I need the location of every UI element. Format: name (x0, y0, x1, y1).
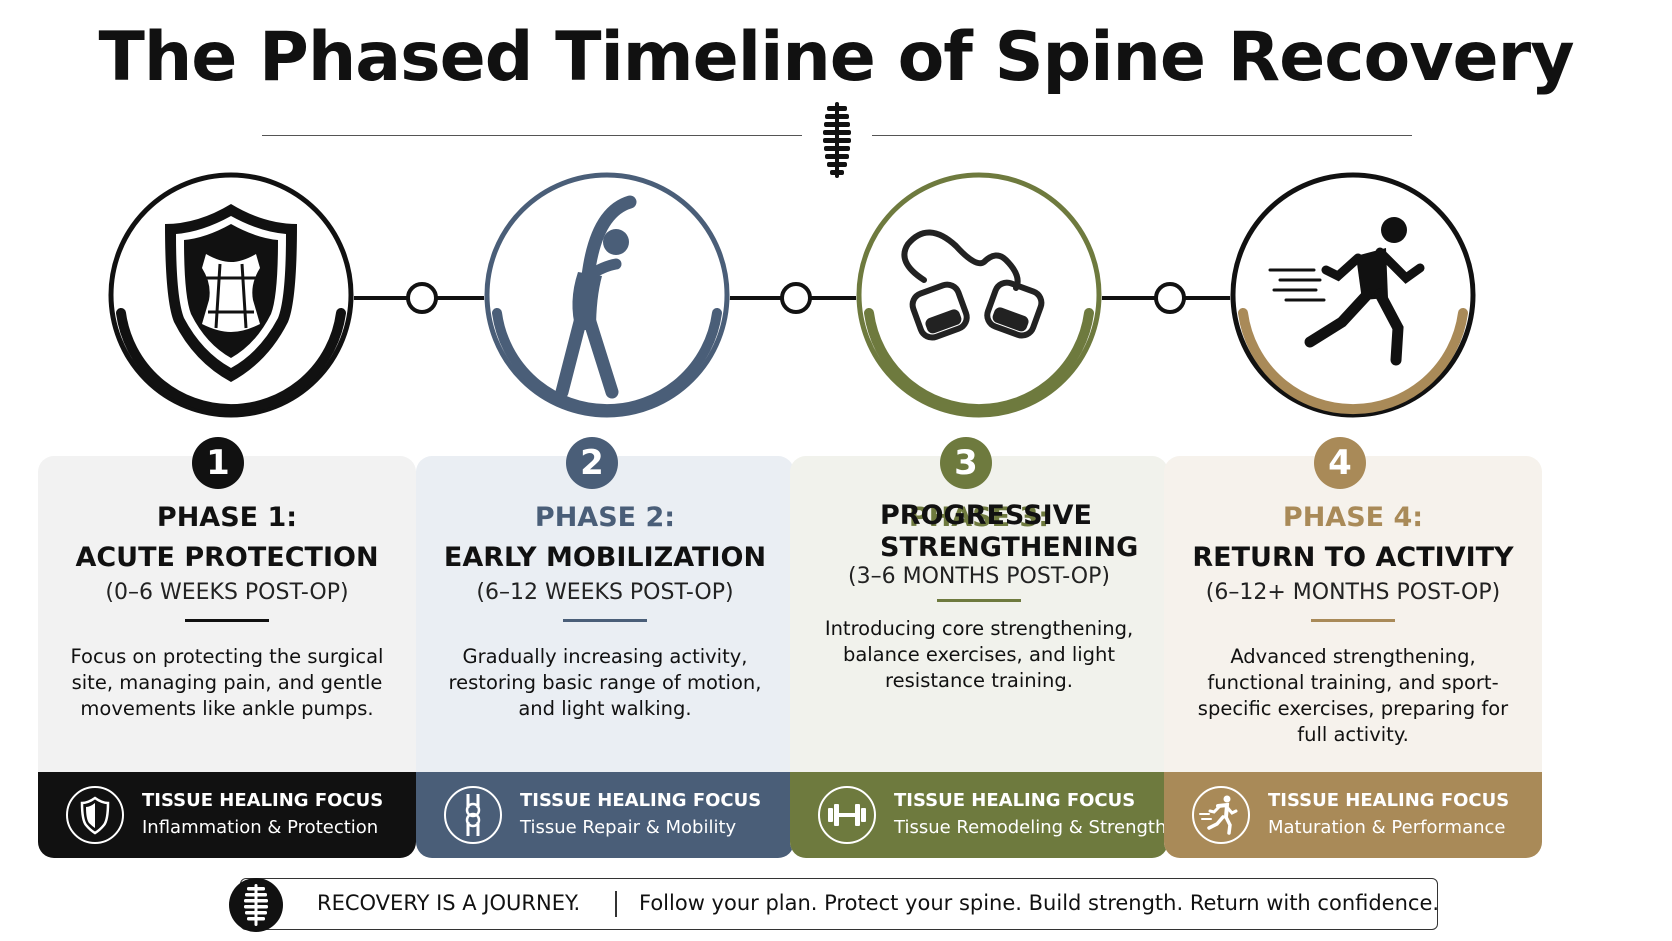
phase-3-divider (937, 599, 1021, 602)
phase-2-icon-circle (484, 172, 730, 418)
phase-1-card: PHASE 1: ACUTE PROTECTION (0–6 WEEKS POS… (38, 456, 416, 858)
banner-tagline: Follow your plan. Protect your spine. Bu… (639, 891, 1440, 915)
phase-1-number-badge: 1 (192, 437, 244, 489)
phase-3-label: PHASE 3: (908, 502, 1050, 533)
phase-3-name: PROGRESSIVE STRENGTHENING (880, 500, 1139, 563)
page-title: The Phased Timeline of Spine Recovery (98, 18, 1574, 97)
spine-icon (229, 878, 283, 932)
phase-3-duration: (3–6 MONTHS POST-OP) (848, 564, 1110, 589)
phase-1-description: Focus on protecting the surgical site, m… (70, 645, 384, 720)
timeline-node-3 (1154, 282, 1186, 314)
phase-4-number-badge: 4 (1314, 437, 1366, 489)
phase-4-icon-circle (1230, 172, 1476, 418)
phase-2-duration: (6–12 WEEKS POST-OP) (476, 580, 734, 605)
phase-4-duration: (6–12+ MONTHS POST-OP) (1205, 580, 1501, 605)
joint-icon (444, 786, 502, 844)
shield-brace-icon (165, 204, 297, 382)
phase-2-number-badge: 2 (566, 437, 618, 489)
phase-3-number-badge: 3 (940, 437, 992, 489)
spine-icon (823, 102, 851, 178)
phase-3-card: PHASE 3: PROGRESSIVE STRENGTHENING (3–6 … (790, 456, 1168, 858)
phase-1-focus-text: Inflammation & Protection (142, 817, 379, 838)
phase-1-focus-footer: TISSUE HEALING FOCUS Inflammation & Prot… (38, 772, 416, 858)
phase-1-divider (185, 619, 269, 622)
phase-2-focus-text: Tissue Repair & Mobility (520, 817, 737, 838)
phase-3-focus-footer: TISSUE HEALING FOCUS Tissue Remodeling &… (790, 772, 1168, 858)
phase-4-focus-footer: TISSUE HEALING FOCUS Maturation & Perfor… (1164, 772, 1542, 858)
phase-2-focus-heading: TISSUE HEALING FOCUS (520, 790, 762, 811)
phase-1-label: PHASE 1: (156, 502, 298, 533)
phase-3-focus-text: Tissue Remodeling & Strength (894, 817, 1167, 838)
phase-4-focus-text: Maturation & Performance (1268, 817, 1506, 838)
timeline-node-1 (406, 282, 438, 314)
resistance-band-icon (901, 229, 1045, 341)
phase-4-name: RETURN TO ACTIVITY (1192, 542, 1514, 573)
phase-4-divider (1311, 619, 1395, 622)
bottom-banner: RECOVERY IS A JOURNEY. Follow your plan.… (229, 878, 1440, 932)
shield-icon (66, 786, 124, 844)
runner-icon (1192, 786, 1250, 844)
phase-2-focus-footer: TISSUE HEALING FOCUS Tissue Repair & Mob… (416, 772, 794, 858)
title-divider-left (262, 135, 802, 136)
phase-2-description: Gradually increasing activity, restoring… (448, 645, 762, 720)
phase-1-duration: (0–6 WEEKS POST-OP) (105, 580, 349, 605)
phase-2-name: EARLY MOBILIZATION (443, 542, 767, 573)
phase-3-icon-circle (856, 172, 1102, 418)
phase-2-card: PHASE 2: EARLY MOBILIZATION (6–12 WEEKS … (416, 456, 794, 858)
phase-1-name: ACUTE PROTECTION (75, 542, 379, 573)
phase-4-label: PHASE 4: (1282, 502, 1424, 533)
banner-separator (615, 891, 617, 917)
banner-headline: RECOVERY IS A JOURNEY. (317, 891, 581, 915)
phase-2-divider (563, 619, 647, 622)
phase-2-label: PHASE 2: (534, 502, 676, 533)
phase-4-description: Advanced strengthening, functional train… (1197, 645, 1509, 746)
phase-4-card: PHASE 4: RETURN TO ACTIVITY (6–12+ MONTH… (1164, 456, 1542, 858)
phase-1-icon-circle (108, 172, 354, 418)
stretching-person-icon (555, 195, 637, 399)
dumbbell-icon (818, 786, 876, 844)
phase-3-description: Introducing core strengthening, balance … (824, 617, 1134, 692)
running-person-icon (1268, 217, 1425, 366)
phase-3-focus-heading: TISSUE HEALING FOCUS (894, 790, 1136, 811)
title-divider-right (872, 135, 1412, 136)
timeline-node-2 (780, 282, 812, 314)
phase-1-focus-heading: TISSUE HEALING FOCUS (142, 790, 384, 811)
phase-4-focus-heading: TISSUE HEALING FOCUS (1268, 790, 1510, 811)
